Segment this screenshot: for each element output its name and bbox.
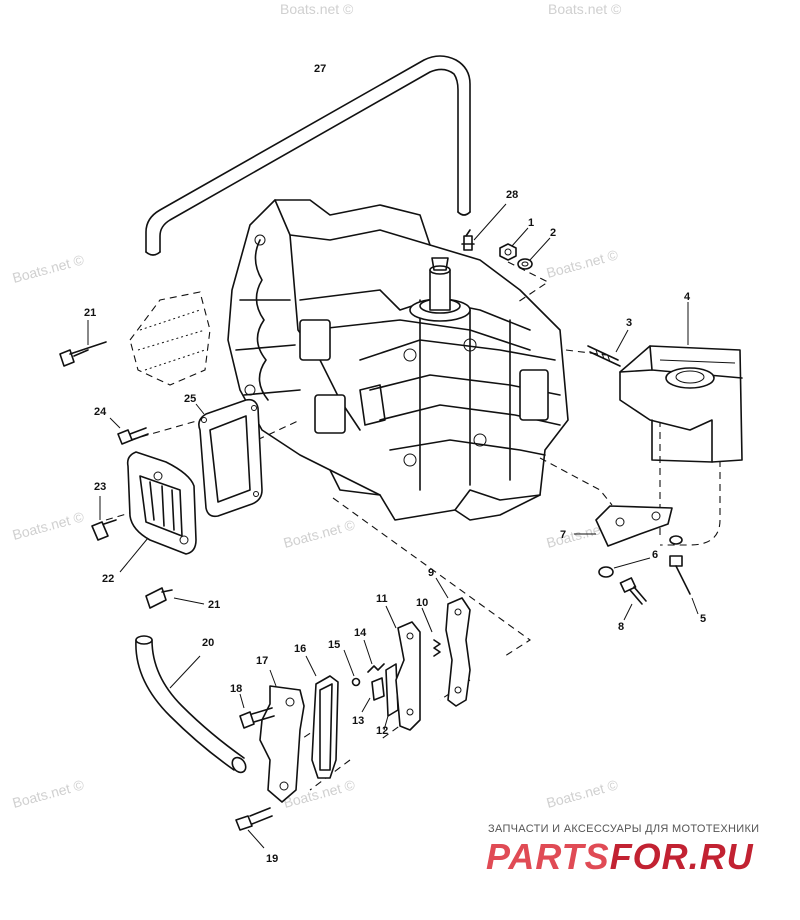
bracket-7 [574, 505, 673, 547]
sensor-21-bottom [145, 587, 205, 609]
callout-5: 5 [700, 613, 706, 625]
callout-21-bottom: 21 [208, 599, 220, 611]
callout-14: 14 [354, 627, 367, 639]
spring-10 [421, 607, 441, 657]
bracket-4 [619, 302, 743, 463]
sensor-21-top [59, 320, 107, 367]
lever-12 [383, 663, 399, 731]
washer-6 [598, 535, 683, 578]
callout-25: 25 [184, 393, 196, 405]
bolt-24 [109, 417, 149, 445]
watermark: Boats.net © [11, 776, 87, 811]
partsfor-logo: PARTSFOR.RU [486, 836, 754, 878]
crankshaft-top [429, 257, 451, 311]
callout-3: 3 [626, 317, 632, 329]
bolt-8 [619, 577, 647, 621]
callout-12: 12 [376, 725, 388, 737]
callout-9: 9 [428, 567, 434, 579]
callout-2: 2 [550, 227, 556, 239]
callout-13: 13 [352, 715, 364, 727]
callout-23: 23 [94, 481, 106, 493]
callout-10: 10 [416, 597, 428, 609]
watermark: Boats.net © [548, 1, 622, 17]
callout-28: 28 [506, 189, 518, 201]
hose-20 [135, 635, 247, 774]
callout-4: 4 [684, 291, 691, 303]
watermark: Boats.net © [282, 516, 358, 551]
callout-21-top: 21 [84, 307, 96, 319]
callout-7: 7 [560, 529, 566, 541]
callout-19: 19 [266, 853, 278, 865]
gasket-25 [195, 398, 263, 518]
callout-20: 20 [202, 637, 214, 649]
logo-part-1: PARTS [486, 836, 610, 877]
logo-part-2: FOR.RU [609, 836, 754, 877]
screw-15 [343, 649, 361, 687]
callout-6: 6 [652, 549, 658, 561]
plate-9 [435, 577, 471, 707]
watermark: Boats.net © [11, 251, 87, 286]
bolt-19 [235, 807, 273, 849]
sensor-23 [91, 496, 117, 541]
callout-16: 16 [294, 643, 306, 655]
callout-24: 24 [94, 406, 107, 418]
watermark: Boats.net © [545, 776, 621, 811]
cover-22 [119, 451, 197, 573]
plate-17 [259, 669, 305, 803]
callout-15: 15 [328, 639, 340, 651]
callout-17: 17 [256, 655, 268, 667]
washer-2 [517, 237, 551, 270]
plate-11 [385, 605, 421, 731]
hose-27 [145, 55, 471, 256]
callout-27: 27 [314, 63, 326, 75]
watermark: Boats.net © [545, 246, 621, 281]
callout-labels: 27 28 1 2 3 4 21 24 25 23 22 7 6 5 8 9 1… [84, 63, 706, 865]
spring-14 [363, 639, 385, 673]
callout-11: 11 [376, 593, 388, 605]
footer-tagline: ЗАПЧАСТИ И АКСЕССУАРЫ ДЛЯ МОТОТЕХНИКИ [488, 823, 760, 835]
watermark: Boats.net © [280, 1, 354, 17]
callout-1: 1 [528, 217, 534, 229]
watermark: Boats.net © [11, 508, 87, 543]
plate-16 [305, 655, 339, 779]
callout-8: 8 [618, 621, 624, 633]
stud-3 [587, 329, 629, 367]
bolt-5 [669, 555, 699, 615]
callout-22: 22 [102, 573, 114, 585]
bolt-18 [239, 693, 275, 729]
engine-block [227, 199, 569, 521]
nut-1 [499, 227, 529, 261]
hatched-cover [129, 291, 211, 386]
fitting-28 [461, 203, 507, 251]
callout-18: 18 [230, 683, 242, 695]
clip-13 [361, 677, 385, 713]
